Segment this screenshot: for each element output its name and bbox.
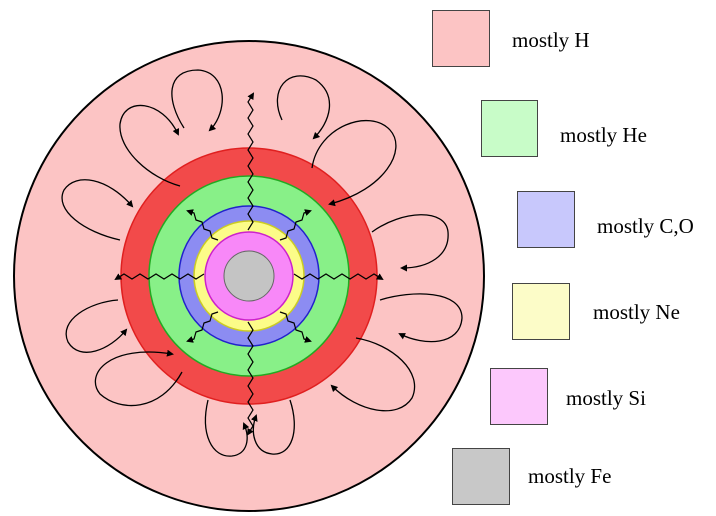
convection-loop-arrow — [379, 293, 463, 343]
convection-loop-arrow — [204, 399, 250, 457]
convection-loop-arrow — [311, 120, 397, 207]
legend-swatch-helium — [481, 100, 538, 157]
legend-label-iron: mostly Fe — [528, 464, 612, 488]
convection-loop-arrow — [276, 75, 331, 140]
radiation-wavy-line — [186, 209, 219, 241]
radiation-wavy-line — [246, 321, 254, 436]
radiation-wavy-line — [279, 209, 312, 241]
radiation-wavy-line — [186, 311, 219, 343]
radiation-wavy-line — [293, 273, 384, 281]
radiation-wavy-line — [114, 273, 205, 281]
legend-label-silicon: mostly Si — [566, 386, 646, 410]
radiation-paths — [114, 92, 384, 436]
convection-loop-arrow — [371, 214, 449, 272]
convection-loop-arrow — [94, 349, 183, 407]
convection-loop-arrow — [65, 299, 128, 353]
convection-loop-arrow — [171, 69, 223, 132]
radiation-wavy-line — [279, 311, 312, 343]
legend-swatch-silicon — [490, 368, 548, 425]
convection-loop-arrow — [61, 179, 134, 241]
legend-swatch-neon — [512, 283, 570, 340]
convection-loop-arrow — [330, 337, 416, 412]
convection-loop-arrow — [119, 104, 181, 187]
legend-label-neon: mostly Ne — [593, 300, 680, 324]
onion-shell-star-diagram — [13, 40, 485, 512]
convection-loops — [61, 69, 463, 457]
legend-label-hydrogen: mostly H — [512, 28, 590, 52]
legend-swatch-iron — [452, 448, 510, 505]
legend-swatch-carbon-oxygen — [517, 191, 575, 248]
legend-label-carbon-oxygen: mostly C,O — [597, 214, 694, 238]
legend-swatch-hydrogen — [432, 10, 490, 67]
legend-label-helium: mostly He — [560, 123, 647, 147]
iron-core — [223, 250, 275, 302]
radiation-wavy-line — [247, 92, 255, 231]
